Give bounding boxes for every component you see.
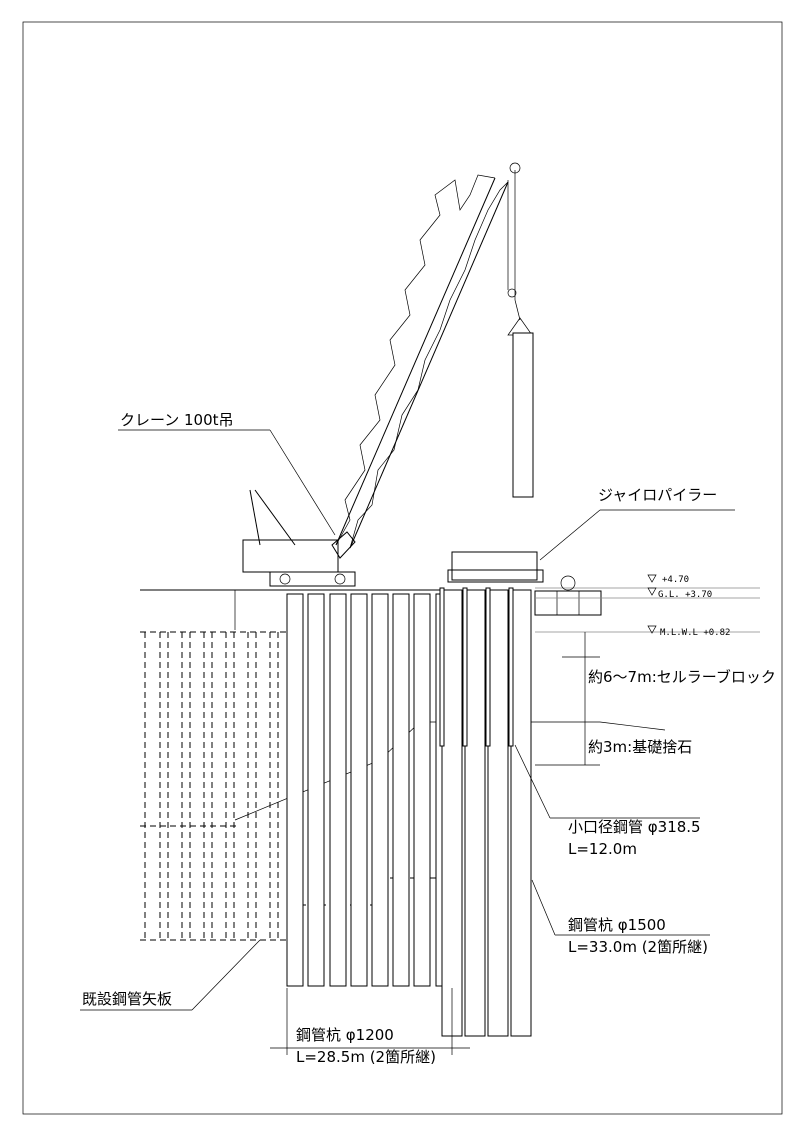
pile1500-length: L=33.0m (2箇所継)	[568, 938, 708, 956]
level-mlwl: M.L.W.L +0.82	[660, 628, 730, 638]
pile1500-label: 鋼管杭 φ1500	[568, 916, 666, 934]
existing-label: 既設鋼管矢板	[82, 990, 172, 1008]
level-gl: G.L. +3.70	[658, 590, 712, 600]
small-pipe-label: 小口径鋼管 φ318.5	[568, 818, 701, 836]
small-pipe-length: L=12.0m	[568, 840, 637, 858]
cellular-block	[534, 590, 602, 616]
base-label: 約3m:基礎捨石	[588, 738, 692, 756]
gyro-piler	[447, 509, 735, 591]
pile1200-label: 鋼管杭 φ1200	[296, 1026, 394, 1044]
sheet-border	[22, 21, 783, 1115]
existing-sheet-piles	[140, 631, 295, 941]
piles-1500	[439, 587, 532, 1037]
crane-label: クレーン 100t吊	[120, 411, 234, 429]
level-470: +4.70	[662, 575, 689, 585]
gyro-label: ジャイロパイラー	[598, 486, 717, 504]
pile1200-length: L=28.5m (2箇所継)	[296, 1048, 436, 1066]
piles-1200	[286, 593, 453, 987]
crane	[242, 162, 534, 587]
hanging-pile	[512, 332, 534, 498]
celular-label: 約6～7m:セルラーブロック	[588, 668, 776, 686]
